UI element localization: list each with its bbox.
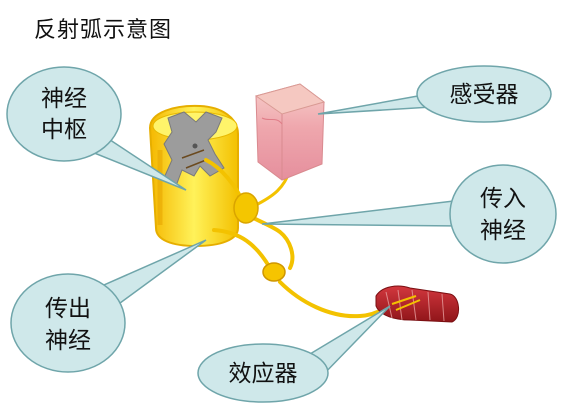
callout-effector: 效应器	[197, 305, 391, 403]
label-effector: 效应器	[229, 361, 298, 387]
callout-afferent-nerve: 传入 神经	[261, 164, 557, 264]
muscle-effector	[375, 285, 459, 323]
label-nerve-center-line2: 中枢	[41, 117, 87, 143]
label-nerve-center-line1: 神经	[41, 86, 87, 112]
callout-nerve-center: 神经 中枢	[6, 66, 187, 191]
nerve-junction	[262, 262, 286, 282]
callout-efferent-nerve: 传出 神经	[10, 239, 207, 373]
label-afferent-line1: 传入	[480, 186, 526, 212]
label-afferent-line2: 神经	[480, 218, 526, 244]
label-efferent-line1: 传出	[45, 296, 91, 322]
gray-matter	[163, 111, 225, 187]
label-receptor: 感受器	[450, 82, 519, 108]
callout-receptor: 感受器	[317, 65, 552, 123]
diagram-title: 反射弧示意图	[34, 18, 173, 43]
dorsal-root-ganglion	[233, 192, 259, 224]
skin-receptor	[254, 83, 326, 181]
label-efferent-line2: 神经	[45, 328, 91, 354]
